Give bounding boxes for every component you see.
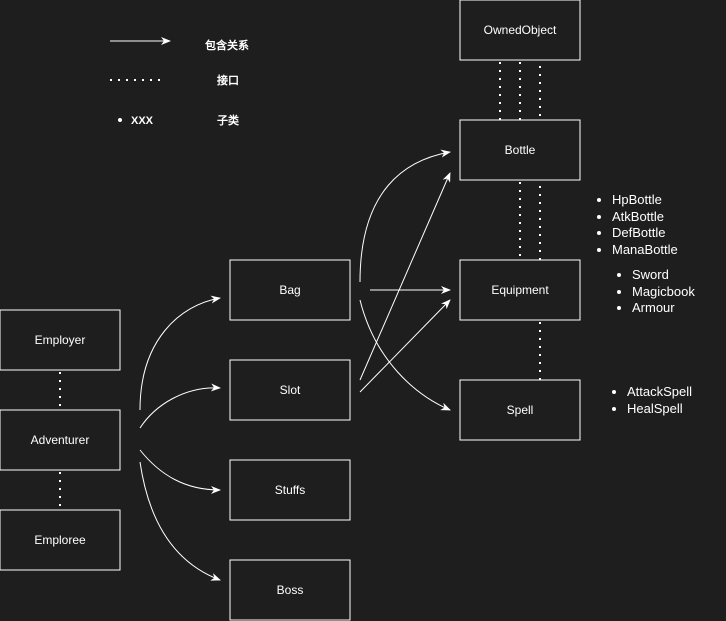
list-item: HealSpell [627,401,692,418]
edge-adventurer-stuffs [139,449,221,494]
legend: 包含关系 接口 XXX 子类 [110,37,249,127]
node-bottle-label: Bottle [505,143,536,157]
list-item: ManaBottle [612,242,678,259]
node-boss[interactable]: Boss [229,559,351,621]
node-stuffs[interactable]: Stuffs [229,459,351,521]
node-employer[interactable]: Employer [0,309,121,371]
node-ownedobject-label: OwnedObject [484,23,557,37]
node-equipment[interactable]: Equipment [459,259,581,321]
legend-subclass-bullet [118,118,122,122]
containment-edges [139,149,451,581]
edge-bag-bottle [359,149,451,283]
node-slot[interactable]: Slot [229,359,351,421]
edge-slot-equipment [359,299,451,393]
node-spell[interactable]: Spell [459,379,581,441]
bottle-subclass-list: HpBottle AtkBottle DefBottle ManaBottle [592,192,678,258]
node-bottle[interactable]: Bottle [459,119,581,181]
node-emploree[interactable]: Emploree [0,509,121,571]
legend-interface-label: 接口 [217,73,239,87]
node-stuffs-label: Stuffs [275,483,305,497]
edge-slot-bottle [359,172,451,381]
spell-subclass-list: AttackSpell HealSpell [607,384,692,417]
node-spell-label: Spell [507,403,534,417]
node-emploree-label: Emploree [34,533,86,547]
edge-adventurer-slot [139,383,221,429]
list-item: Armour [632,300,695,317]
edge-adventurer-bag [139,295,221,411]
list-item: Sword [632,267,695,284]
list-item: Magicbook [632,284,695,301]
node-adventurer-label: Adventurer [31,433,90,447]
list-item: HpBottle [612,192,678,209]
edge-bag-spell [359,299,451,411]
node-ownedobject[interactable]: OwnedObject [459,0,581,61]
list-item: AtkBottle [612,209,678,226]
node-bag[interactable]: Bag [229,259,351,321]
node-bag-label: Bag [279,283,300,297]
equipment-subclass-list: Sword Magicbook Armour [612,267,695,317]
node-equipment-label: Equipment [491,283,549,297]
node-employer-label: Employer [35,333,86,347]
edge-adventurer-boss [139,461,221,581]
list-item: AttackSpell [627,384,692,401]
legend-subclass-label: 子类 [217,113,240,127]
node-slot-label: Slot [280,383,301,397]
list-item: DefBottle [612,225,678,242]
legend-subclass-sample: XXX [131,115,154,127]
interface-lines [59,58,541,510]
node-adventurer[interactable]: Adventurer [0,409,121,471]
legend-containment-label: 包含关系 [204,38,249,52]
node-boss-label: Boss [277,583,304,597]
